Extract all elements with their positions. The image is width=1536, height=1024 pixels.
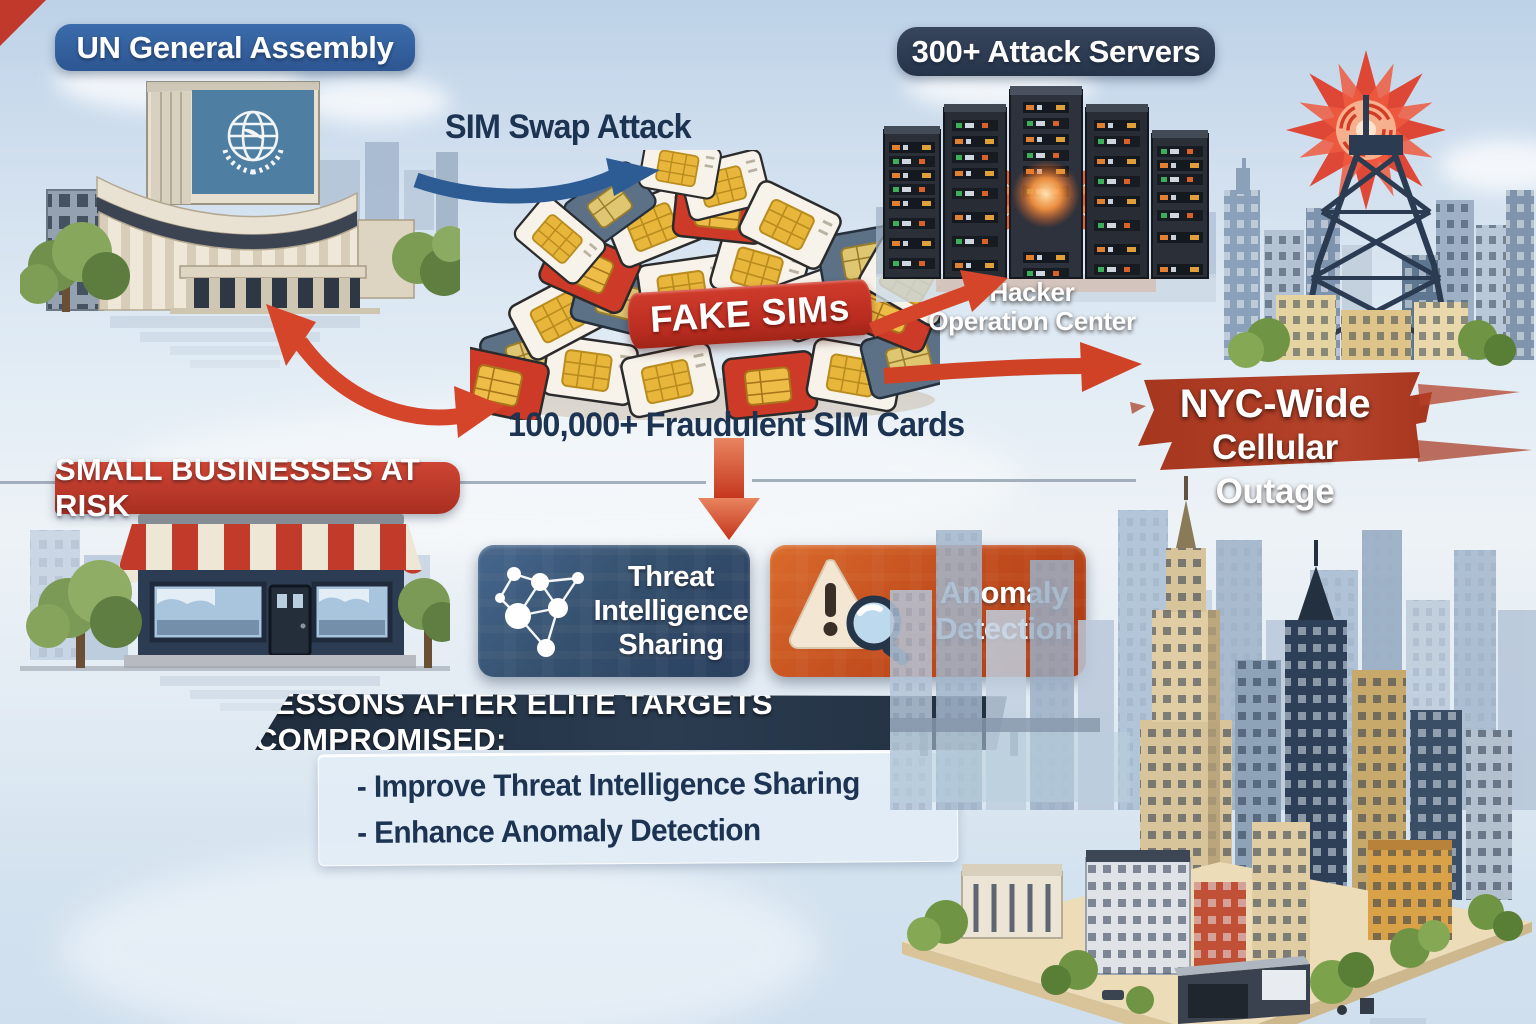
lessons-title-banner: LESSONS AFTER ELITE TARGETS COMPROMISED: bbox=[255, 694, 1007, 750]
fake-sims-label: FAKE SIMs bbox=[648, 286, 851, 341]
un-general-assembly-banner: UN General Assembly bbox=[55, 24, 415, 71]
radio-tower-illustration bbox=[1224, 50, 1534, 368]
cloud bbox=[300, 78, 450, 124]
sims-to-servers-arrow bbox=[868, 270, 1008, 337]
trees bbox=[26, 560, 450, 668]
divider-line bbox=[752, 479, 1136, 482]
un-emblem-icon bbox=[222, 110, 284, 175]
threat-intelligence-label: Threat Intelligence Sharing bbox=[593, 561, 749, 661]
sims-to-defense-arrow bbox=[698, 438, 760, 540]
lesson-bullet-2: - Enhance Anomaly Detection bbox=[357, 812, 761, 850]
sim-swap-attack-label: SIM Swap Attack bbox=[445, 108, 692, 146]
fake-sim-pile-illustration bbox=[470, 150, 940, 420]
attack-servers-banner: 300+ Attack Servers bbox=[897, 27, 1215, 76]
lessons-panel: - Improve Threat Intelligence Sharing - … bbox=[317, 749, 959, 867]
threat-intelligence-card: Threat Intelligence Sharing bbox=[478, 545, 750, 677]
sims-to-outage-arrow bbox=[883, 342, 1142, 392]
cloud bbox=[1440, 140, 1536, 192]
hacker-operation-center-label: Hacker Operation Center bbox=[928, 277, 1136, 336]
storefront-illustration bbox=[20, 514, 450, 711]
sim-swap-arrow bbox=[413, 158, 660, 204]
corner-accent bbox=[0, 0, 46, 46]
trees bbox=[20, 222, 460, 312]
city-island-illustration bbox=[890, 476, 1536, 1024]
trees bbox=[907, 894, 1523, 1014]
sim-count-label: 100,000+ Fraudulent SIM Cards bbox=[508, 406, 965, 444]
threat-network-icon bbox=[495, 567, 584, 657]
nyc-outage-label: NYC-Wide Cellular Outage bbox=[1179, 382, 1371, 511]
un-to-sims-arrow bbox=[266, 304, 504, 438]
attack-servers-illustration bbox=[876, 86, 1216, 302]
lesson-bullet-1: - Improve Threat Intelligence Sharing bbox=[356, 765, 860, 804]
haze bbox=[60, 850, 820, 1024]
nyc-outage-brush bbox=[1130, 372, 1532, 470]
small-businesses-banner: SMALL BUSINESSES AT RISK bbox=[55, 452, 460, 523]
lattice-tower bbox=[1299, 95, 1453, 353]
